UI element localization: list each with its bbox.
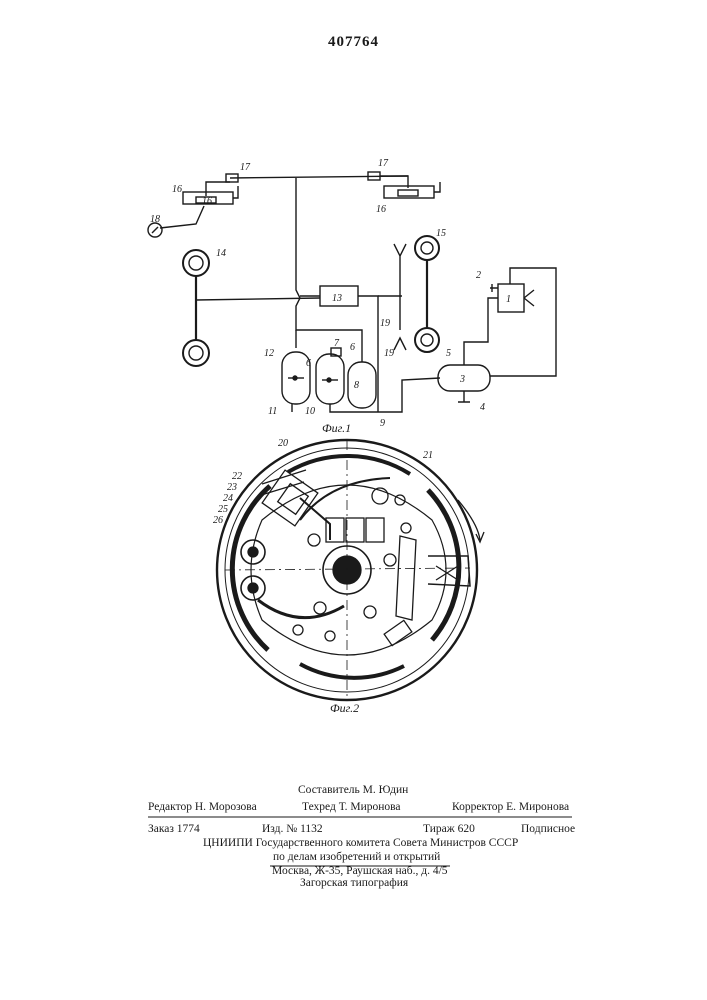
fig1-label: 6 [350,342,355,353]
fig1-label: 19 [384,348,394,359]
fig1-label: 15 [436,228,446,239]
fig1-label: 6 [306,358,311,369]
fig1-label: 8 [354,380,359,391]
editor-line: Редактор Н. Морозова [148,801,257,813]
techred-line: Техред Т. Миронова [302,801,401,813]
fig1-label: 19 [380,318,390,329]
corrector-line: Корректор Е. Миронова [452,801,569,813]
fig2-label: 25 [218,504,228,515]
fig1-label: 1 [506,294,511,305]
fig2-label: 20 [278,438,288,449]
fig1-label: 9 [380,418,385,429]
fig1-label: 5 [446,348,451,359]
fig1-label: 12 [264,348,274,359]
fig2-label: 24 [223,493,233,504]
subscription: Подписное [521,823,575,835]
figure-1-diagram [148,172,556,412]
fig2-label: 21 [423,450,433,461]
address-line: Москва, Ж-35, Раушская наб., д. 4/5 [272,865,448,877]
edition-number: Изд. № 1132 [262,823,323,835]
fig2-label: 26 [213,515,223,526]
fig2-label: 23 [227,482,237,493]
fig1-label: 3 [459,374,465,385]
fig1-label: 16 [202,196,212,207]
organization-line-2: по делам изобретений и открытий [273,851,440,863]
fig1-label: 13 [332,293,342,304]
fig1-label: 4 [480,402,485,413]
fig1-label: 18 [150,214,160,225]
fig2-label: 22 [232,471,242,482]
compiler-line: Составитель М. Юдин [298,784,408,796]
circulation: Тираж 620 [423,823,475,835]
fig1-label: 2 [476,270,481,281]
fig1-label: 10 [305,406,315,417]
figure-1-caption: Фиг.1 [322,421,351,435]
organization-line-1: ЦНИИПИ Государственного комитета Совета … [203,837,518,849]
fig1-label: 16 [376,204,386,215]
fig1-label: 14 [216,248,226,259]
fig1-label: 17 [240,162,251,173]
figure-1-labels: 17 17 16 16 16 18 14 15 2 1 13 19 19 12 … [150,158,511,435]
fig1-label: 17 [378,158,389,169]
figure-2-diagram [217,440,484,700]
order-number: Заказ 1774 [148,823,200,835]
printer-line: Загорская типография [300,877,408,889]
fig1-label: 16 [172,184,182,195]
figure-2-caption: Фиг.2 [330,701,359,715]
fig1-label: 11 [268,406,277,417]
